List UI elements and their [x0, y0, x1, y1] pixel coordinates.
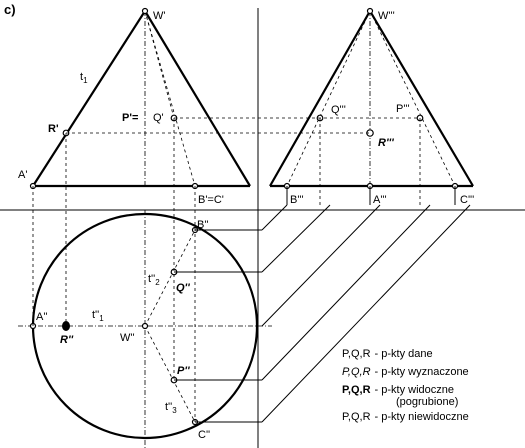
- side-point-b-label: B''': [290, 194, 304, 206]
- top-point-r-label: R'': [60, 334, 74, 346]
- q-transfer: [261, 204, 331, 273]
- top-generatrix-b: [144, 229, 196, 327]
- front-point-a-label: A': [18, 169, 27, 181]
- part-label: c): [4, 2, 16, 17]
- side-point-c-label: C''': [460, 194, 474, 206]
- front-generatrix-q: [144, 10, 175, 119]
- front-generatrix-label: t1: [80, 71, 88, 85]
- front-generatrix-b: [144, 10, 196, 187]
- top-apex-point: [141, 322, 149, 330]
- front-point-bc-label: B'=C': [198, 194, 224, 206]
- top-point-b-label: B'': [197, 219, 209, 231]
- side-generatrix-c: [369, 10, 456, 187]
- front-apex-label: W': [153, 10, 165, 22]
- top-point-q-label: Q'': [176, 282, 190, 294]
- front-cone-right-edge: [144, 10, 251, 187]
- b-transfer: [261, 204, 288, 231]
- a-transfer: [261, 204, 381, 327]
- front-point-r-label: R': [48, 123, 59, 135]
- top-gen2-label: t''2: [148, 273, 160, 287]
- side-apex-point: [366, 7, 374, 15]
- side-cone-left-edge: [269, 10, 371, 187]
- front-apex-point: [141, 7, 149, 15]
- legend-row-4: (pogrubione): [396, 396, 458, 408]
- front-point-q-label: Q': [153, 112, 164, 124]
- legend-row-5: P,Q,R- p-kty niewidoczne: [342, 411, 469, 423]
- legend-row-3: P,Q,R- p-kty widoczne: [342, 384, 454, 396]
- side-point-a-label: A''': [373, 194, 387, 206]
- front-point-p-label: P'=: [122, 112, 138, 124]
- side-point-q-label: Q''': [331, 104, 346, 116]
- legend-row-2: P,Q,R- p-kty wyznaczone: [342, 366, 469, 378]
- top-generatrix-c: [144, 325, 196, 423]
- top-view: [18, 210, 272, 448]
- top-apex-label: W'': [120, 332, 135, 344]
- top-point-c-label: C'': [198, 429, 210, 441]
- front-cone-left-edge: [32, 10, 146, 187]
- front-view: [29, 7, 251, 190]
- p-transfer: [261, 204, 431, 381]
- top-gen1-label: t''1: [92, 309, 104, 323]
- side-view: [269, 7, 474, 190]
- side-point-p-label: P''': [396, 103, 410, 115]
- side-generatrix-b: [286, 10, 371, 187]
- c-transfer: [261, 204, 471, 423]
- side-cone-right-edge: [369, 10, 474, 187]
- top-point-p-label: P'': [177, 365, 190, 377]
- top-point-a-label: A'': [36, 311, 48, 323]
- legend: P,Q,R- p-kty dane P,Q,R- p-kty wyznaczon…: [342, 348, 469, 423]
- side-apex-label: W''': [378, 10, 395, 22]
- legend-row-1: P,Q,R- p-kty dane: [342, 348, 433, 360]
- top-gen3-label: t''3: [165, 401, 177, 415]
- side-point-r-label: R''': [378, 137, 394, 149]
